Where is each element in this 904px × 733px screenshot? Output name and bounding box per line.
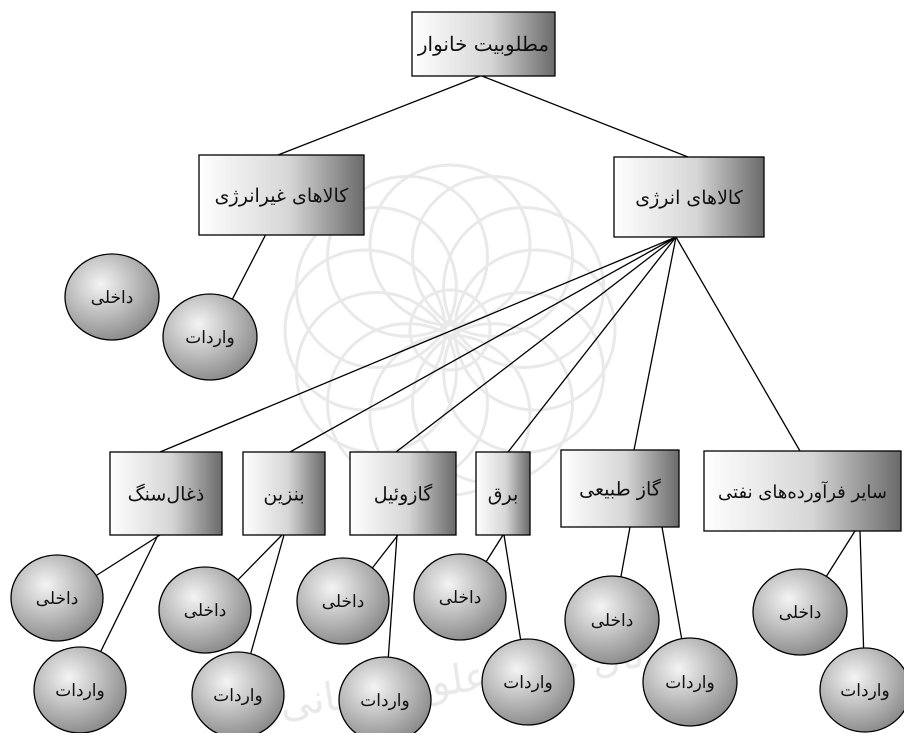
leaf-petrol-domestic: داخلی	[158, 566, 252, 654]
node-label: سایر فرآورده‌های نفتی	[718, 481, 887, 503]
leaf-other-imports: واردات	[819, 647, 904, 733]
leaf-nonenergy-imports: واردات	[162, 293, 258, 381]
leaf-label-imports: واردات	[840, 681, 889, 701]
leaf-label-imports: واردات	[503, 673, 552, 693]
leaf-label-domestic: داخلی	[322, 592, 365, 612]
node-label: بنزین	[263, 484, 304, 506]
node-label: گاز طبیعی	[579, 478, 662, 501]
leaf-label-domestic: داخلی	[779, 603, 822, 623]
leaf-diesel-imports: واردات	[338, 656, 432, 733]
leaf-label-imports: واردات	[360, 691, 409, 711]
leaf-label-imports: واردات	[213, 686, 262, 706]
leaf-coal-domestic: داخلی	[10, 554, 104, 642]
node-energy: کالاهای انرژی	[613, 156, 765, 238]
node-other-oil: سایر فرآورده‌های نفتی	[703, 450, 902, 532]
node-label: گازوئیل	[374, 483, 434, 506]
node-diesel: گازوئیل	[349, 451, 457, 536]
node-non-energy: کالاهای غیرانرژی	[198, 154, 365, 236]
node-label: مطلوبیت خانوار	[417, 32, 549, 56]
node-electricity: برق	[475, 451, 531, 536]
leaf-electricity-domestic: داخلی	[413, 553, 507, 641]
leaf-label-imports: واردات	[665, 673, 714, 693]
leaf-label-domestic: داخلی	[184, 601, 227, 621]
leaf-gas-imports: واردات	[642, 637, 738, 727]
connector-lines	[95, 75, 865, 659]
node-label: ذغال‌سنگ	[128, 483, 205, 506]
node-petrol: بنزین	[242, 451, 326, 536]
leaf-label-imports: واردات	[185, 328, 234, 348]
leaf-gas-domestic: داخلی	[564, 575, 660, 665]
leaf-label-domestic: داخلی	[591, 611, 634, 631]
leaf-label-imports: واردات	[55, 681, 104, 701]
node-root: مطلوبیت خانوار	[411, 11, 556, 77]
leaf-label-domestic: داخلی	[91, 288, 134, 308]
leaf-electricity-imports: واردات	[481, 638, 575, 726]
node-label: کالاهای انرژی	[635, 187, 743, 209]
leaf-other-domestic: داخلی	[752, 568, 848, 656]
leaf-label-domestic: داخلی	[439, 588, 482, 608]
leaf-petrol-imports: واردات	[191, 651, 285, 733]
node-coal: ذغال‌سنگ	[109, 451, 223, 536]
leaf-nonenergy-domestic: داخلی	[64, 253, 160, 341]
node-natural-gas: گاز طبیعی	[560, 449, 680, 528]
leaf-coal-imports: واردات	[33, 646, 127, 733]
leaf-diesel-domestic: داخلی	[296, 557, 390, 645]
node-label: کالاهای غیرانرژی	[215, 185, 350, 207]
leaf-label-domestic: داخلی	[36, 589, 79, 609]
node-label: برق	[488, 484, 519, 506]
